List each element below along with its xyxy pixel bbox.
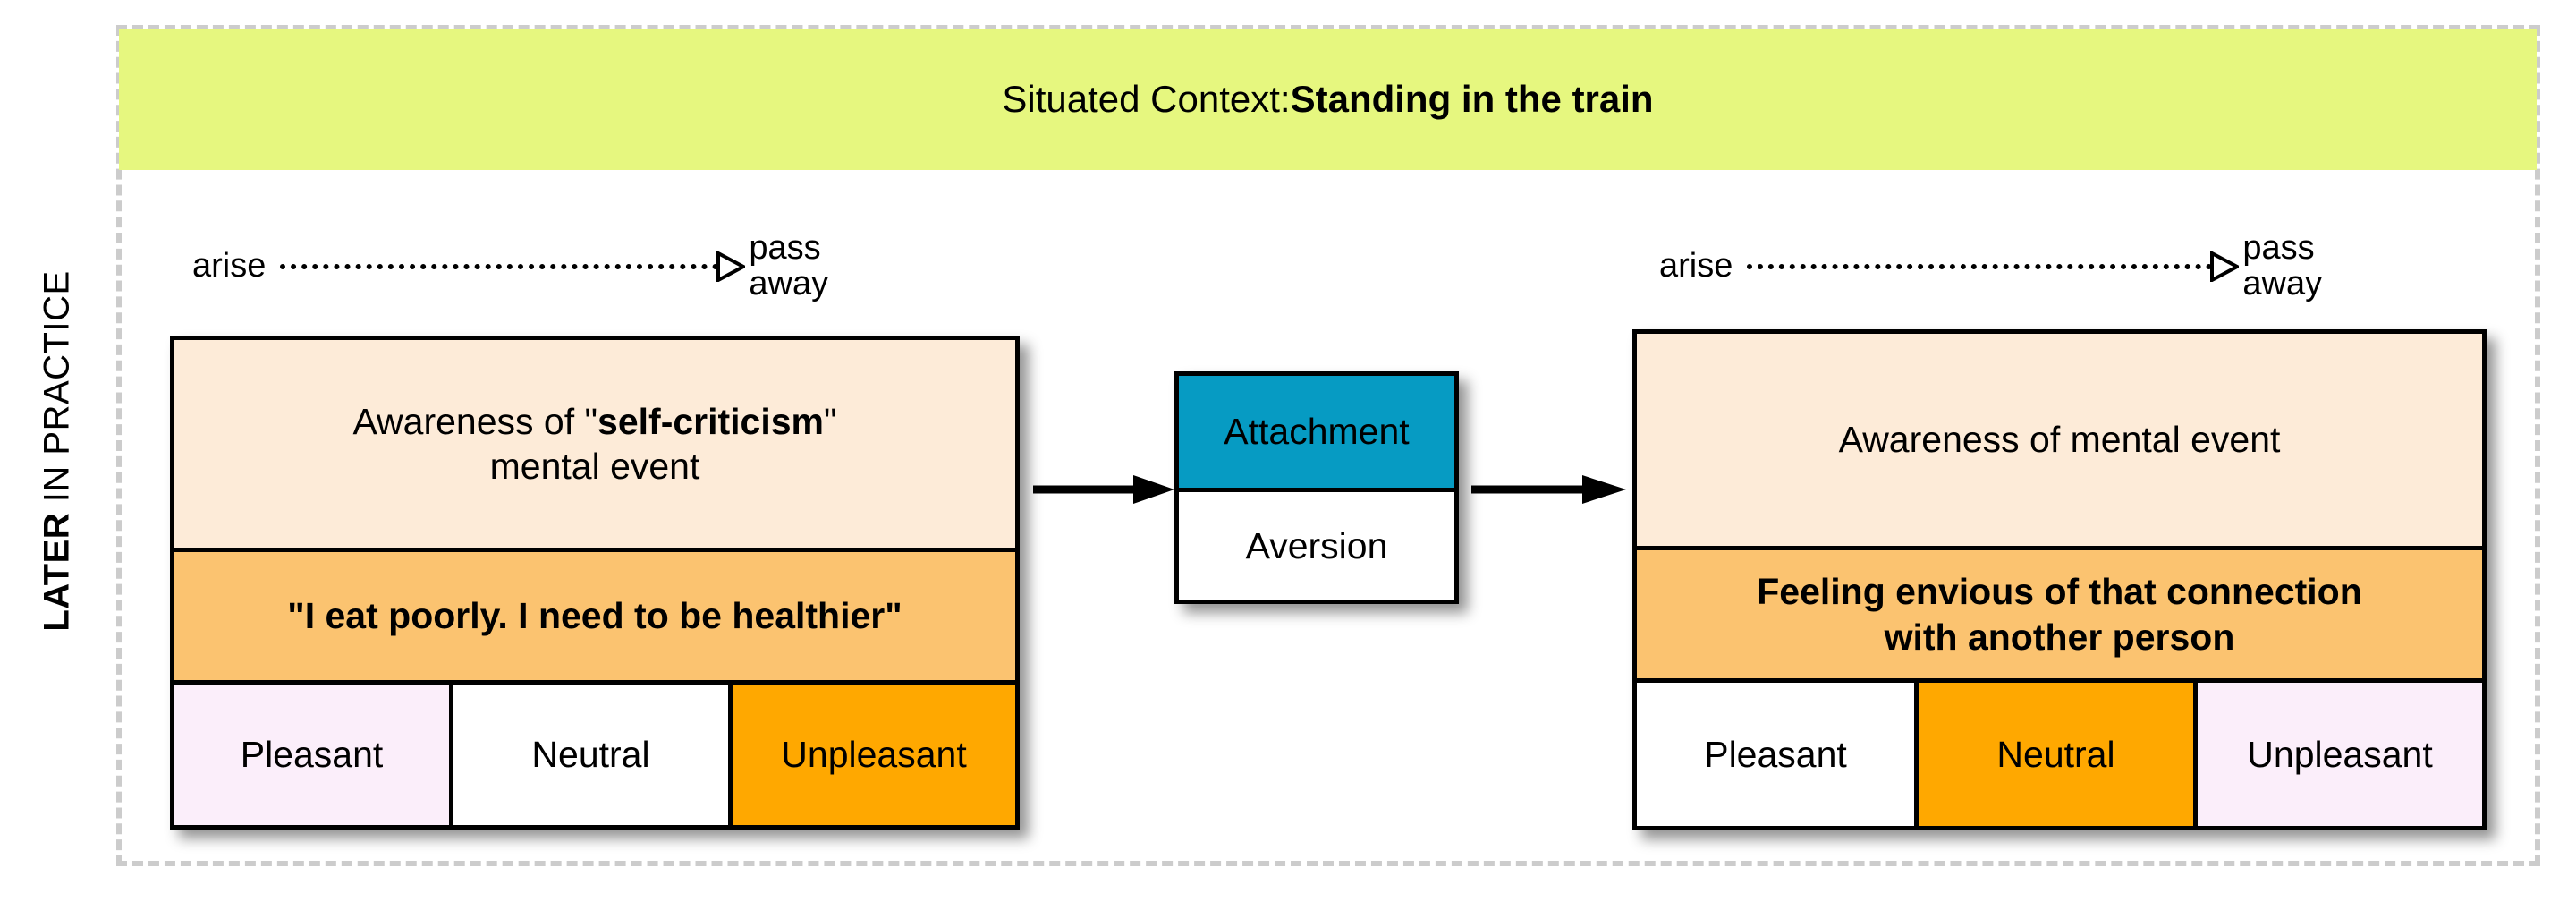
awareness-text-right: Awareness of mental event <box>1838 419 2281 461</box>
arise-passaway-left: arise pass away <box>192 229 1024 302</box>
awareness-emphasis-left: self-criticism <box>597 400 824 442</box>
passaway-label-right: pass away <box>2242 229 2323 302</box>
valence-cell-neutral-left[interactable]: Neutral <box>449 685 728 825</box>
reaction-option-aversion[interactable]: Aversion <box>1179 488 1454 600</box>
valence-cell-pleasant-right[interactable]: Pleasant <box>1637 683 1914 826</box>
content-text-left: "I eat poorly. I need to be healthier" <box>287 595 902 637</box>
phase-label-strong: LATER <box>38 512 77 632</box>
valence-cell-pleasant-left[interactable]: Pleasant <box>174 685 449 825</box>
content-row-left: "I eat poorly. I need to be healthier" <box>174 548 1015 680</box>
valence-row-right: Pleasant Neutral Unpleasant <box>1637 678 2482 826</box>
open-arrow-icon <box>2210 251 2240 282</box>
valence-row-left: Pleasant Neutral Unpleasant <box>174 680 1015 825</box>
phase-label-rest: IN PRACTICE <box>38 270 77 513</box>
open-arrow-icon <box>716 251 746 282</box>
situated-context-value: Standing in the train <box>1290 78 1654 120</box>
arise-dotted-line-left <box>280 251 746 282</box>
awareness-row-right: Awareness of mental event <box>1637 334 2482 546</box>
arise-label-left: arise <box>192 247 267 285</box>
passaway-line2-right: away <box>2242 264 2323 302</box>
phase-label: LATER IN PRACTICE <box>0 0 114 902</box>
situated-context-banner: Situated Context: Standing in the train <box>119 29 2537 170</box>
valence-cell-unpleasant-right[interactable]: Unpleasant <box>2193 683 2482 826</box>
arise-label-right: arise <box>1659 247 1733 285</box>
diagram-frame <box>116 25 2540 866</box>
flow-arrow-icon-2 <box>1471 475 1626 504</box>
awareness-prefix-left: Awareness of " <box>352 400 598 442</box>
passaway-line1-right: pass <box>2242 229 2315 267</box>
arise-dotted-line-right <box>1747 251 2240 282</box>
arise-passaway-right: arise pass away <box>1659 229 2518 302</box>
content-row-right: Feeling envious of that connection with … <box>1637 546 2482 678</box>
passaway-label-left: pass away <box>749 229 829 302</box>
valence-cell-unpleasant-left[interactable]: Unpleasant <box>728 685 1015 825</box>
reaction-box[interactable]: Attachment Aversion <box>1174 371 1459 604</box>
event-card-left[interactable]: Awareness of "self-criticism" mental eve… <box>170 336 1020 830</box>
event-card-right[interactable]: Awareness of mental event Feeling enviou… <box>1632 329 2487 830</box>
awareness-line2-left: mental event <box>489 446 700 487</box>
situated-context-prefix: Situated Context: <box>1002 78 1291 120</box>
valence-cell-neutral-right[interactable]: Neutral <box>1914 683 2193 826</box>
content-line2-right: with another person <box>1884 616 2235 658</box>
passaway-line1-left: pass <box>749 229 821 267</box>
flow-arrow-icon-1 <box>1033 475 1174 504</box>
awareness-row-left: Awareness of "self-criticism" mental eve… <box>174 340 1015 548</box>
passaway-line2-left: away <box>749 264 829 302</box>
phase-label-text: LATER IN PRACTICE <box>38 270 77 632</box>
reaction-option-attachment[interactable]: Attachment <box>1179 376 1454 488</box>
awareness-suffix-left: " <box>824 400 837 442</box>
content-line1-right: Feeling envious of that connection <box>1757 571 2362 613</box>
